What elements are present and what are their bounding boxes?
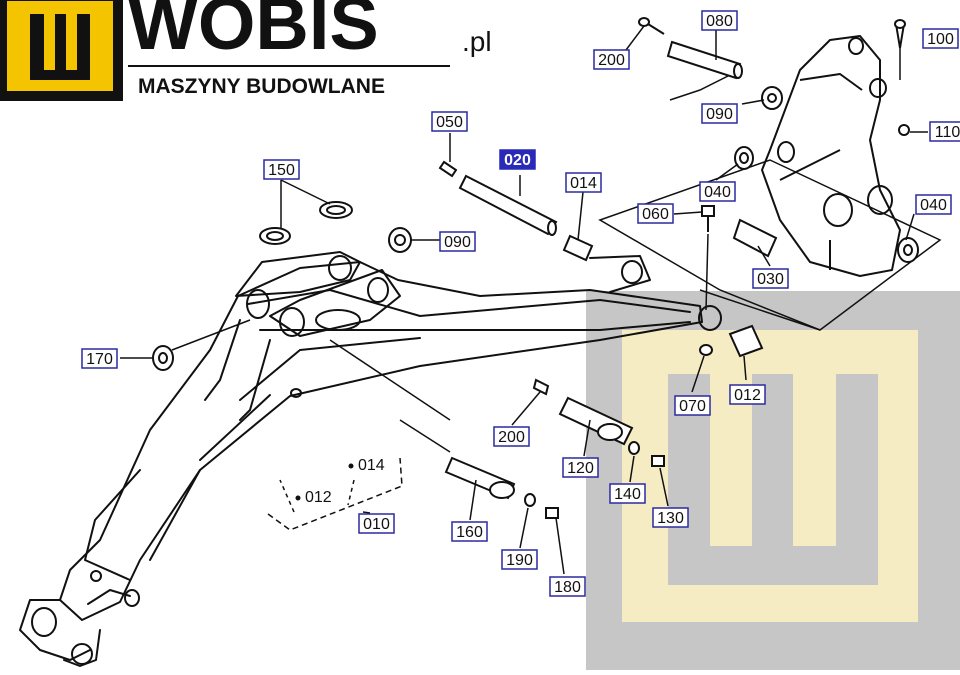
- part-label-box-014: [565, 172, 602, 193]
- part-label-box-090: [439, 231, 476, 252]
- plain-label-dot: [348, 463, 354, 469]
- part-label-box-190: [501, 549, 538, 570]
- part-label-200: 200: [598, 52, 625, 69]
- brand-name: WOBIS: [128, 0, 379, 65]
- swing-bracket-drawing: [761, 35, 901, 277]
- part-label-160: 160: [456, 524, 483, 541]
- part-label-010: 010: [363, 516, 390, 533]
- part-label-020: 020: [504, 152, 531, 169]
- part-label-box-130: [652, 507, 689, 528]
- part-label-box-040: [699, 181, 736, 202]
- part-label-090: 090: [706, 106, 733, 123]
- plain-label-dot: [295, 495, 301, 501]
- part-label-180: 180: [554, 579, 581, 596]
- parts-drawing: [152, 17, 919, 519]
- part-label-box-080: [701, 10, 738, 31]
- part-label-120: 120: [567, 460, 594, 477]
- part-label-box-180: [549, 576, 586, 597]
- part-label-box-030: [752, 268, 789, 289]
- part-label-050: 050: [436, 114, 463, 131]
- brand-domain-suffix: .pl: [462, 26, 492, 57]
- part-label-box-200: [593, 49, 630, 70]
- part-label-170: 170: [86, 351, 113, 368]
- part-label-box-020: [499, 149, 536, 170]
- brand-tagline: MASZYNY BUDOWLANE: [138, 75, 385, 98]
- watermark-logo: [586, 291, 960, 670]
- part-label-box-012: [729, 384, 766, 405]
- part-label-070: 070: [679, 398, 706, 415]
- part-label-box-120: [562, 457, 599, 478]
- bracket-010: [267, 457, 403, 531]
- plain-label-014: 014: [358, 457, 385, 474]
- part-label-box-140: [609, 483, 646, 504]
- leader-lines: [120, 25, 928, 575]
- part-label-080: 080: [706, 13, 733, 30]
- part-label-060: 060: [642, 206, 669, 223]
- part-label-040: 040: [704, 184, 731, 201]
- part-label-box-090: [701, 103, 738, 124]
- part-label-box-060: [637, 203, 674, 224]
- part-label-box-150: [263, 159, 300, 180]
- part-label-090: 090: [444, 234, 471, 251]
- part-label-box-040: [915, 194, 952, 215]
- part-label-040: 040: [920, 197, 947, 214]
- part-label-190: 190: [506, 552, 533, 569]
- part-label-box-170: [81, 348, 118, 369]
- part-label-014: 014: [570, 175, 597, 192]
- part-number-labels: 080 100 200 090 110 050 020 014 040 060 040 150 090 0…: [81, 10, 960, 597]
- part-label-box-200: [493, 426, 530, 447]
- assembly-outline: [598, 69, 942, 331]
- part-label-box-100: [922, 28, 959, 49]
- plain-label-012: 012: [305, 489, 332, 506]
- part-label-130: 130: [657, 510, 684, 527]
- boom-drawing: [19, 251, 722, 667]
- part-label-030: 030: [757, 271, 784, 288]
- part-label-box-070: [674, 395, 711, 416]
- part-label-box-050: [431, 111, 468, 132]
- part-label-100: 100: [927, 31, 954, 48]
- part-label-012: 012: [734, 387, 761, 404]
- part-label-box-110: [929, 121, 960, 142]
- part-label-box-010: [358, 513, 395, 534]
- wobis-logo: [0, 0, 123, 101]
- part-label-110: 110: [935, 124, 960, 141]
- part-label-150: 150: [268, 162, 295, 179]
- part-label-box-160: [451, 521, 488, 542]
- part-label-140: 140: [614, 486, 641, 503]
- part-label-200: 200: [498, 429, 525, 446]
